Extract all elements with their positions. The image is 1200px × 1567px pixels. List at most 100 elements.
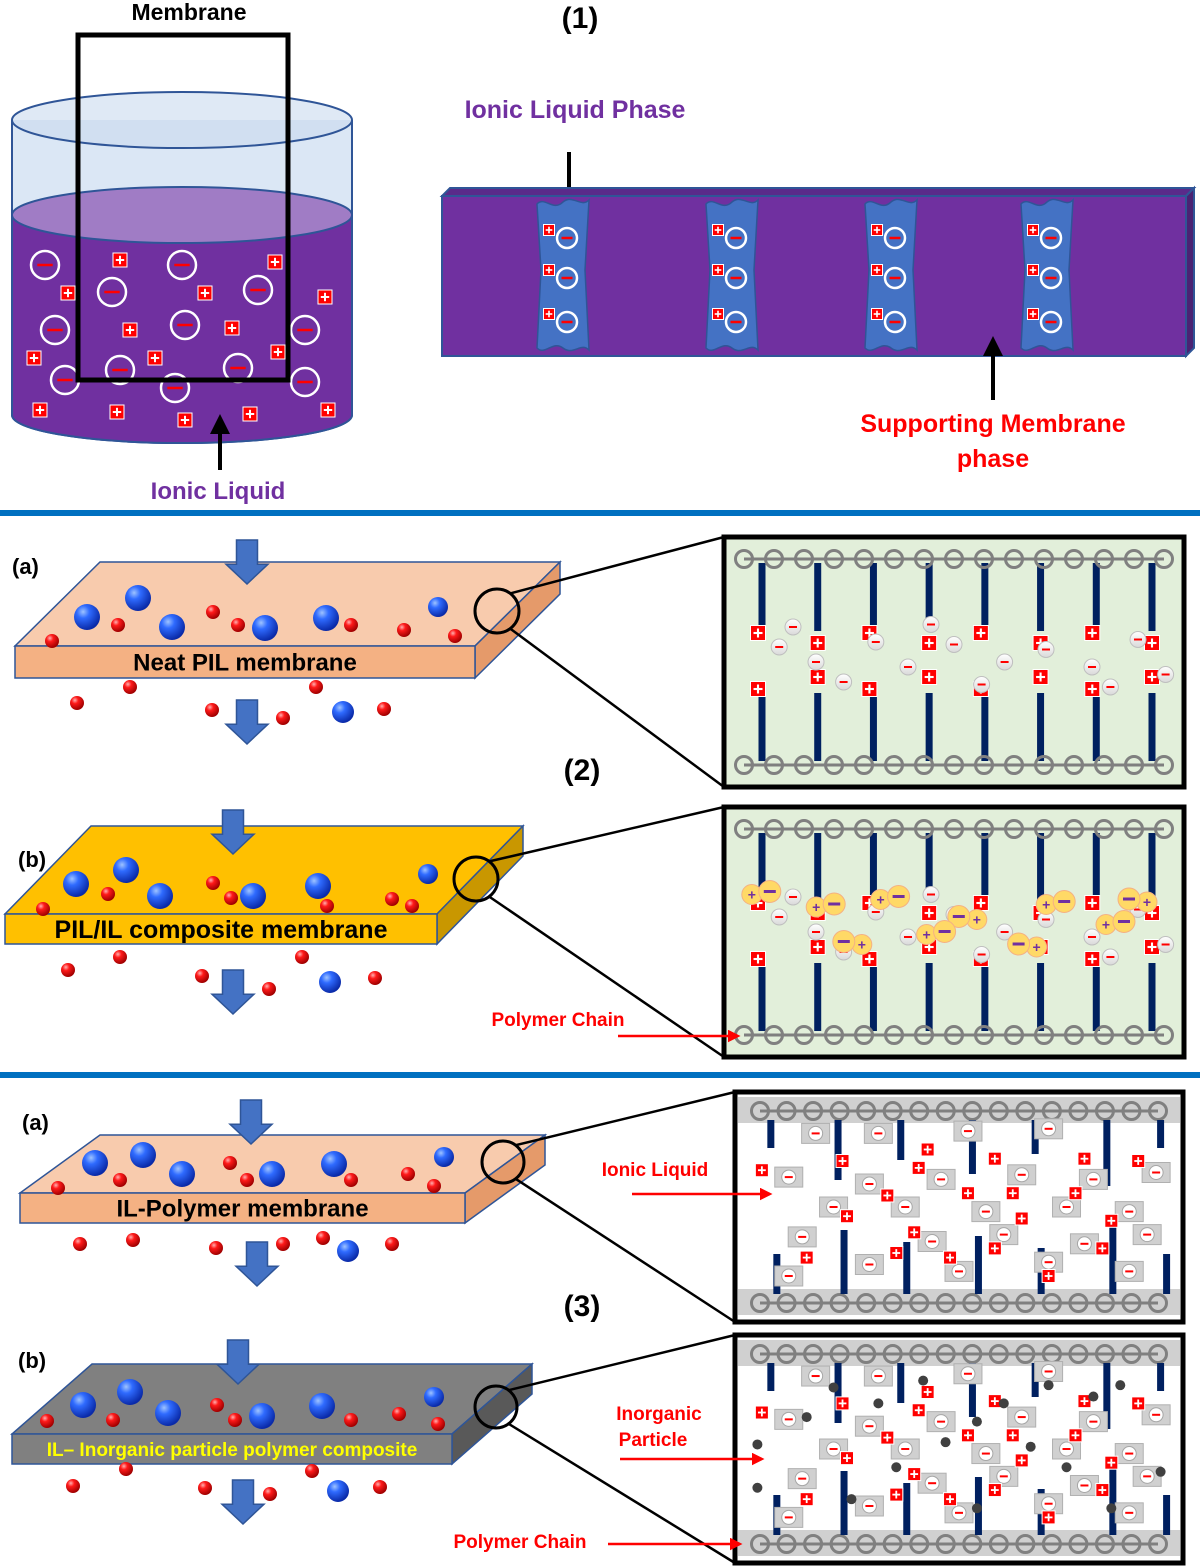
pendant-group <box>925 963 933 1031</box>
small-molecule <box>73 1237 87 1251</box>
section-3-number: (3) <box>564 1290 601 1323</box>
monomer-ring <box>962 1344 983 1364</box>
pendant-group <box>758 833 766 901</box>
anion-icon <box>899 928 917 946</box>
membrane-front <box>4 913 438 945</box>
anion-icon <box>289 314 321 346</box>
pendant-group <box>1037 963 1045 1031</box>
cation-icon <box>987 1241 1002 1256</box>
anion-icon <box>1034 1493 1064 1515</box>
large-molecule <box>337 1240 359 1262</box>
monomer-ring <box>1124 549 1144 569</box>
cation-icon <box>320 402 336 418</box>
anion-icon <box>863 1365 893 1387</box>
pendant-group <box>1092 963 1100 1031</box>
large-molecule <box>321 1151 347 1177</box>
zoom-line <box>514 1177 736 1324</box>
anion-icon <box>159 372 191 404</box>
cation-icon <box>32 402 48 418</box>
pendant-group <box>981 833 989 901</box>
section-2-polymer-chain-label: Polymer Chain <box>491 1010 624 1031</box>
anion-icon <box>1101 948 1119 966</box>
monomer-ring <box>1068 1344 1089 1364</box>
monomer-ring <box>776 1344 797 1364</box>
cation-icon <box>1027 264 1039 276</box>
monomer-ring <box>1094 1344 1115 1364</box>
large-molecule <box>125 585 151 611</box>
large-molecule <box>169 1161 195 1187</box>
cation-icon <box>1027 224 1039 236</box>
monomer-ring <box>909 1293 930 1313</box>
monomer-ring <box>734 549 754 569</box>
pendant-group <box>968 1120 976 1174</box>
cation-icon <box>861 681 878 697</box>
monomer-ring <box>1121 1101 1142 1121</box>
monomer-ring <box>882 1344 903 1364</box>
anion-icon <box>1132 1465 1162 1487</box>
anion-icon <box>922 616 940 633</box>
flow-arrow-icon <box>224 539 270 586</box>
pendant-group <box>869 563 877 631</box>
anion-icon <box>555 266 579 290</box>
anion-icon <box>774 1166 804 1188</box>
anion-icon <box>784 888 802 906</box>
small-molecule <box>106 1413 120 1427</box>
small-molecule <box>113 1173 127 1187</box>
anion-icon <box>1114 1201 1144 1223</box>
anion-icon <box>819 1438 849 1460</box>
supporting-label-line1: Supporting Membrane <box>860 410 1125 438</box>
ionic-liquid-pair-icon: + <box>805 892 846 918</box>
small-molecule <box>392 1407 406 1421</box>
inorganic-particle <box>971 1503 982 1514</box>
small-molecule <box>344 618 358 632</box>
cation-icon <box>754 1405 769 1420</box>
cation-icon <box>1084 895 1101 911</box>
zoom-line <box>509 627 725 789</box>
il-polymer-zoom-box <box>480 1089 1186 1325</box>
small-molecule <box>231 618 245 632</box>
monomer-ring <box>803 1534 824 1554</box>
cation-icon <box>1104 1455 1119 1470</box>
section-3b-tag: (b) <box>18 1348 46 1373</box>
cation-icon <box>1131 1154 1146 1168</box>
monomer-ring <box>750 1293 770 1313</box>
monomer-ring <box>909 1534 930 1554</box>
anion-icon <box>555 226 579 250</box>
pendant-group <box>1092 833 1100 901</box>
small-molecule <box>224 891 238 905</box>
inorganic-particle <box>801 1412 812 1423</box>
section-1: Membrane Ionic Liquid (1) Ionic Liquid P… <box>11 0 1197 505</box>
il-polymer-membrane-plate: IL-Polymer membrane <box>17 1099 548 1288</box>
cation-icon <box>840 1209 854 1224</box>
small-molecule <box>427 1179 441 1193</box>
anion-icon <box>835 673 853 691</box>
cation-icon <box>1084 951 1101 967</box>
anion-icon <box>1034 1251 1064 1273</box>
monomer-ring <box>914 819 934 839</box>
small-molecule <box>373 1480 387 1494</box>
flow-arrow-icon <box>234 1241 280 1288</box>
anion-icon <box>917 1472 947 1494</box>
membrane-label: IL– Inorganic particle polymer composite <box>47 1440 418 1461</box>
zoom-line <box>488 805 725 863</box>
anion-icon <box>926 1411 956 1433</box>
monomer-ring <box>1094 549 1114 569</box>
anion-icon <box>1141 1162 1171 1183</box>
monomer-ring <box>1041 1293 1062 1313</box>
monomer-ring <box>1015 1293 1036 1313</box>
cation-icon <box>1014 1453 1029 1468</box>
monomer-ring <box>944 1025 964 1045</box>
monomer-ring <box>854 755 874 775</box>
anion-icon <box>989 1224 1019 1246</box>
small-molecule <box>295 950 309 964</box>
membrane-front <box>14 645 476 679</box>
anion-icon <box>854 1254 884 1275</box>
cation-icon <box>1068 1186 1083 1201</box>
monomer-ring <box>884 755 904 775</box>
flow-arrow-icon <box>220 1479 266 1526</box>
anion-icon <box>807 923 825 941</box>
inorganic-particle <box>1106 1503 1117 1514</box>
monomer-ring <box>776 1101 797 1121</box>
large-molecule <box>70 1392 96 1418</box>
svg-text:+: + <box>877 892 885 908</box>
